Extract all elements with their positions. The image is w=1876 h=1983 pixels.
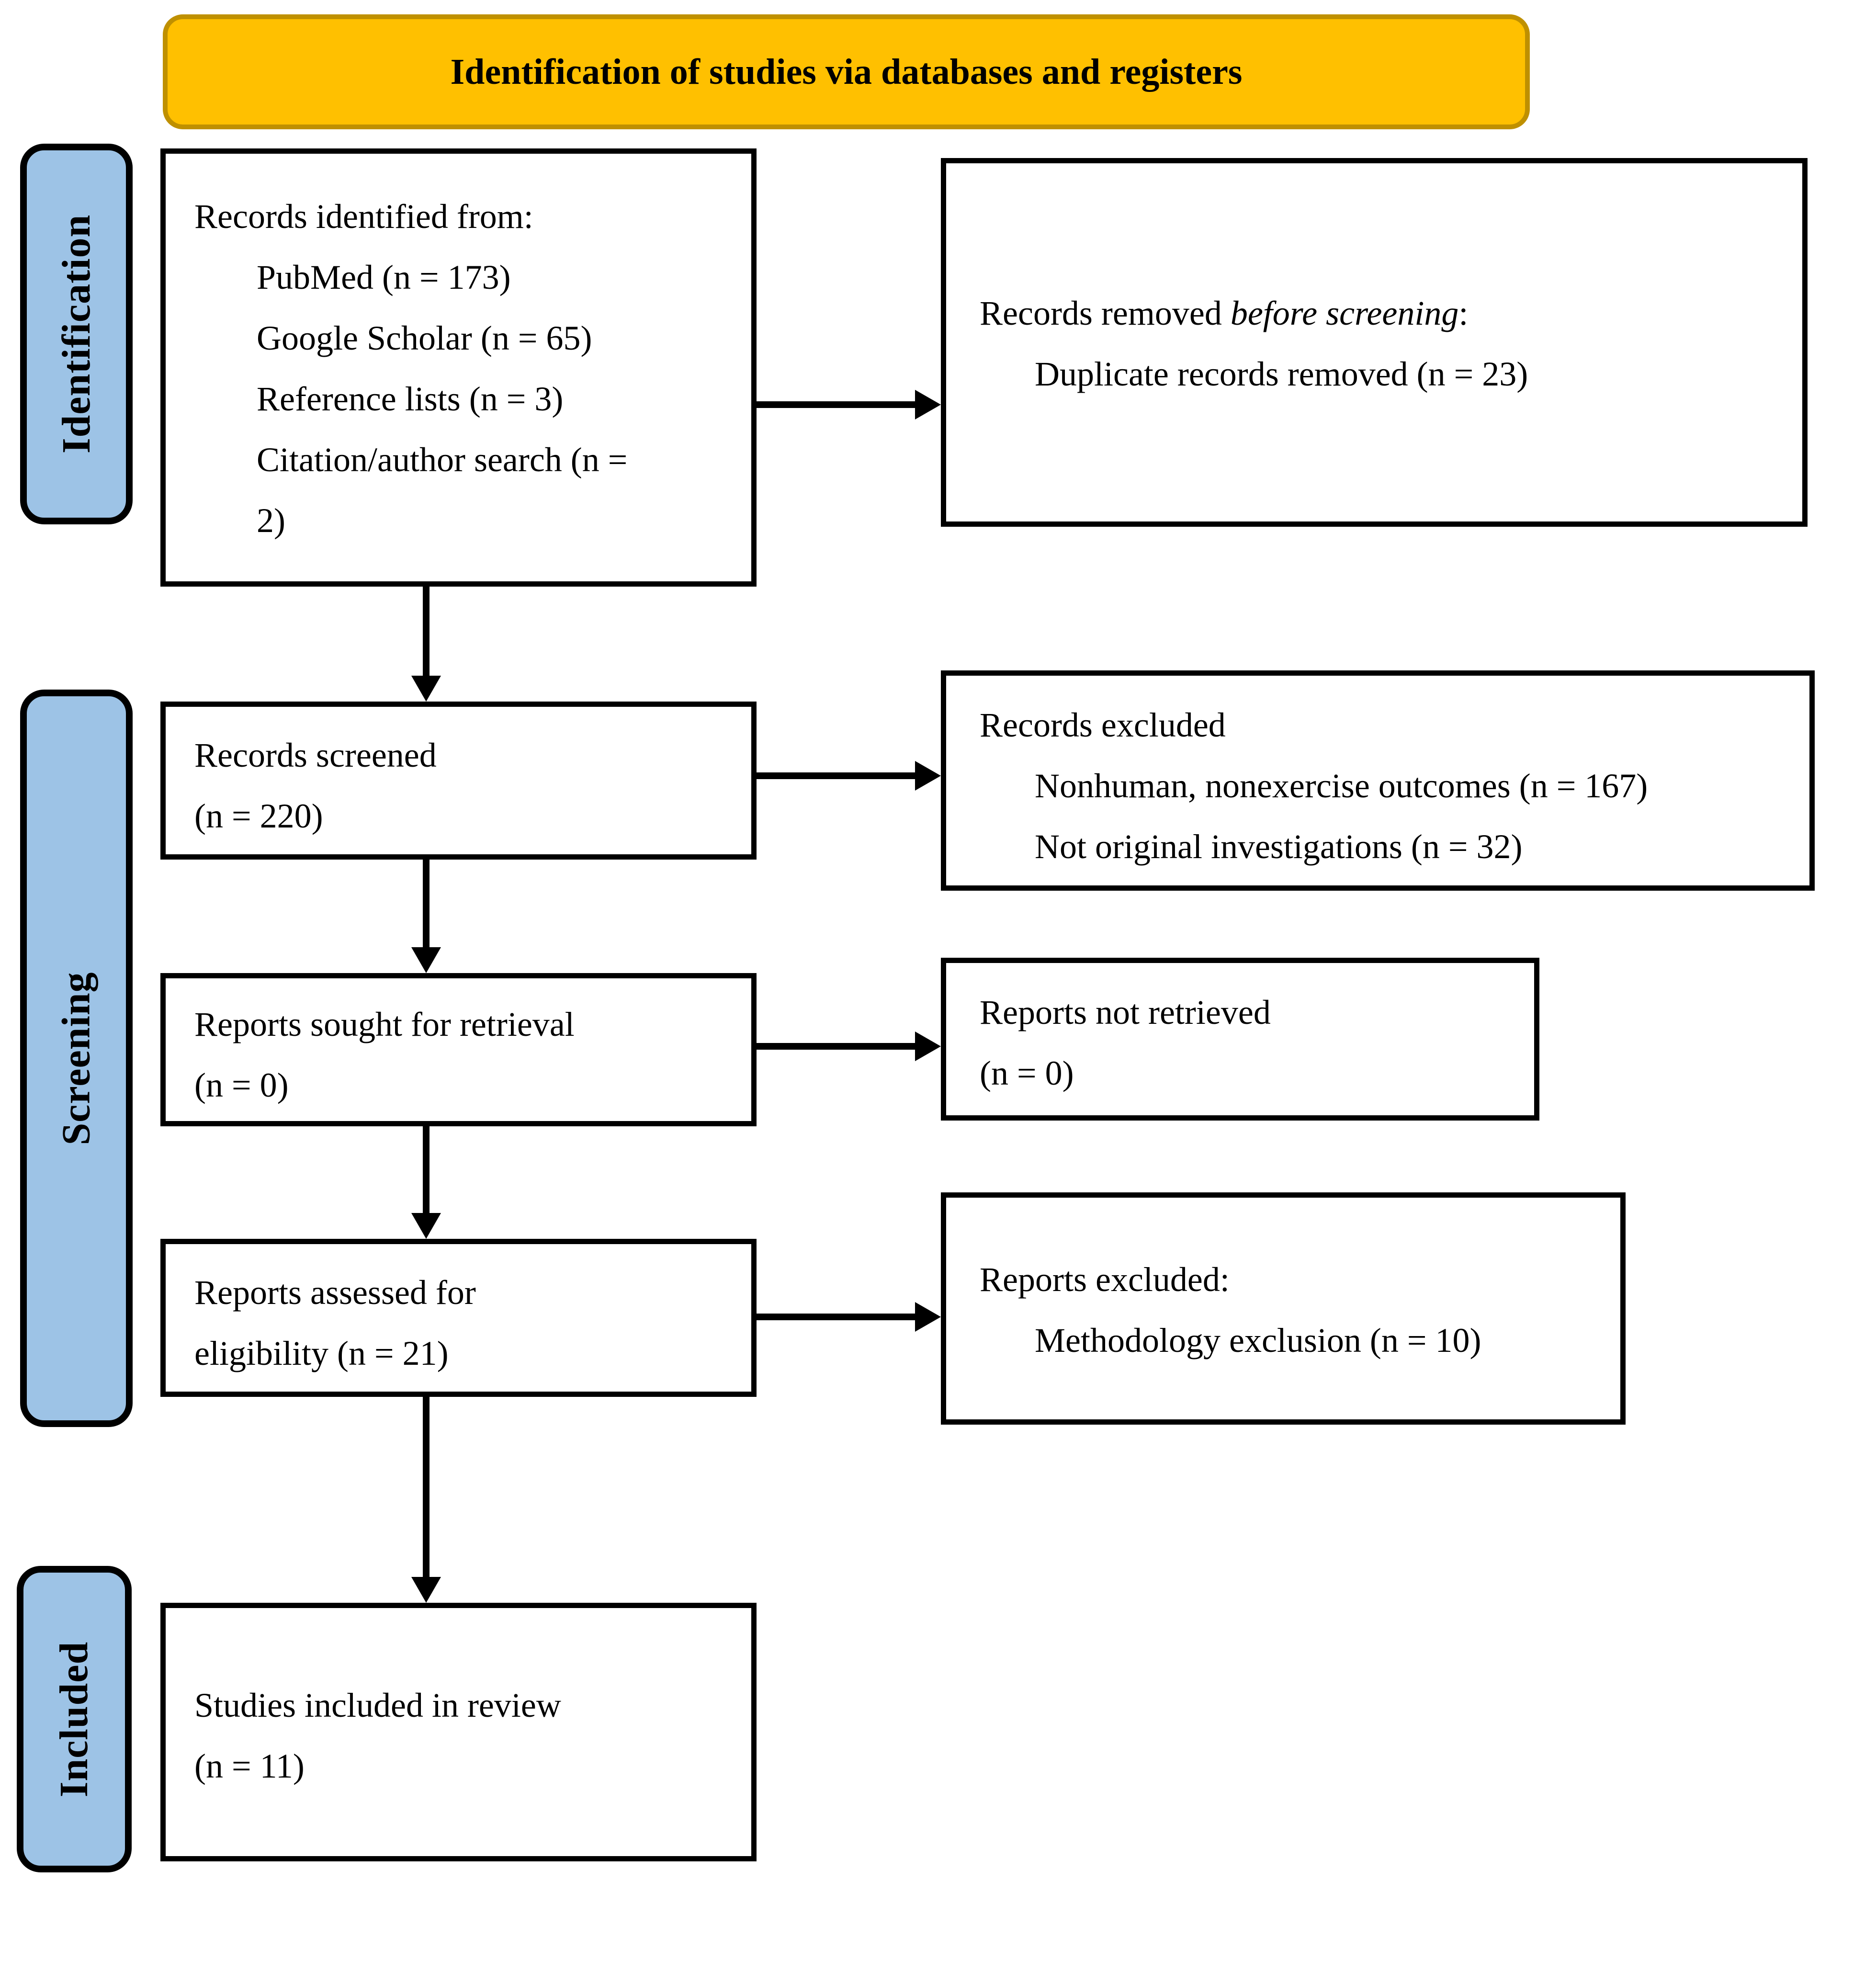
- box-reports-assessed: Reports assessed for eligibility (n = 21…: [160, 1239, 757, 1397]
- box-reports-sought: Reports sought for retrieval (n = 0): [160, 973, 757, 1126]
- box-line: Reports excluded:: [980, 1260, 1230, 1299]
- box-line: Reference lists (n = 3): [257, 380, 564, 418]
- arrow-shaft: [757, 401, 915, 408]
- box-records-screened: Records screened (n = 220): [160, 702, 757, 860]
- removed-emphasis: before screening: [1230, 294, 1459, 332]
- box-line: (n = 0): [194, 1066, 289, 1104]
- box-line: Methodology exclusion (n = 10): [1035, 1321, 1481, 1360]
- header-banner: Identification of studies via databases …: [163, 14, 1530, 129]
- arrow-identified-to-removed: [757, 390, 941, 419]
- arrow-sought-to-not-retrieved: [757, 1031, 941, 1061]
- box-line: (n = 11): [194, 1747, 305, 1785]
- removed-suffix: :: [1458, 294, 1469, 332]
- sidebar-identification-label: Identification: [54, 214, 99, 454]
- arrow-head-right-icon: [915, 390, 941, 419]
- box-reports-excluded: Reports excluded: Methodology exclusion …: [941, 1192, 1626, 1425]
- sidebar-identification: Identification: [20, 144, 133, 524]
- removed-prefix: Records removed: [980, 294, 1231, 332]
- box-line: 2): [257, 501, 285, 540]
- box-line: PubMed (n = 173): [257, 258, 511, 296]
- arrow-sought-to-assessed: [411, 1126, 441, 1239]
- arrow-shaft: [423, 587, 429, 676]
- arrow-assessed-to-included: [411, 1397, 441, 1603]
- arrow-shaft: [757, 772, 915, 779]
- arrow-head-right-icon: [915, 1302, 941, 1332]
- box-line: Reports not retrieved: [980, 993, 1271, 1031]
- box-reports-not-retrieved: Reports not retrieved (n = 0): [941, 958, 1539, 1121]
- arrow-shaft: [757, 1043, 915, 1050]
- box-line: eligibility (n = 21): [194, 1334, 449, 1372]
- box-line: Studies included in review: [194, 1686, 561, 1724]
- box-line: Duplicate records removed (n = 23): [1035, 355, 1528, 393]
- box-line: Not original investigations (n = 32): [1035, 827, 1523, 866]
- arrow-head-right-icon: [915, 1031, 941, 1061]
- box-line: (n = 220): [194, 797, 323, 835]
- arrow-identified-to-screened: [411, 587, 441, 702]
- box-line: Google Scholar (n = 65): [257, 319, 592, 357]
- box-records-excluded: Records excluded Nonhuman, nonexercise o…: [941, 670, 1815, 891]
- arrow-shaft: [423, 1397, 429, 1577]
- arrow-head-right-icon: [915, 761, 941, 791]
- arrow-screened-to-excluded: [757, 761, 941, 791]
- header-title: Identification of studies via databases …: [450, 51, 1243, 92]
- arrow-shaft: [423, 860, 429, 947]
- arrow-shaft: [423, 1126, 429, 1213]
- arrow-head-down-icon: [411, 676, 441, 702]
- arrow-head-down-icon: [411, 947, 441, 973]
- box-line: Reports assessed for: [194, 1273, 476, 1312]
- box-records-identified: Records identified from: PubMed (n = 173…: [160, 148, 757, 587]
- box-line: Citation/author search (n =: [257, 441, 628, 479]
- box-line: Records excluded: [980, 706, 1226, 744]
- box-line: Reports sought for retrieval: [194, 1005, 575, 1043]
- sidebar-included-label: Included: [52, 1641, 97, 1797]
- arrow-head-down-icon: [411, 1577, 441, 1603]
- box-line: (n = 0): [980, 1054, 1074, 1092]
- sidebar-screening-label: Screening: [54, 971, 99, 1145]
- box-line: Records removed before screening:: [980, 283, 1788, 344]
- box-studies-included: Studies included in review (n = 11): [160, 1603, 757, 1861]
- box-line: Records identified from:: [194, 197, 533, 236]
- arrow-assessed-to-reports-excluded: [757, 1302, 941, 1332]
- arrow-shaft: [757, 1314, 915, 1320]
- box-line: Records screened: [194, 736, 437, 774]
- sidebar-included: Included: [17, 1566, 132, 1872]
- box-line: Nonhuman, nonexercise outcomes (n = 167): [1035, 767, 1648, 805]
- arrow-head-down-icon: [411, 1213, 441, 1239]
- arrow-screened-to-sought: [411, 860, 441, 973]
- sidebar-screening: Screening: [20, 690, 133, 1427]
- box-records-removed: Records removed before screening: Duplic…: [941, 158, 1808, 527]
